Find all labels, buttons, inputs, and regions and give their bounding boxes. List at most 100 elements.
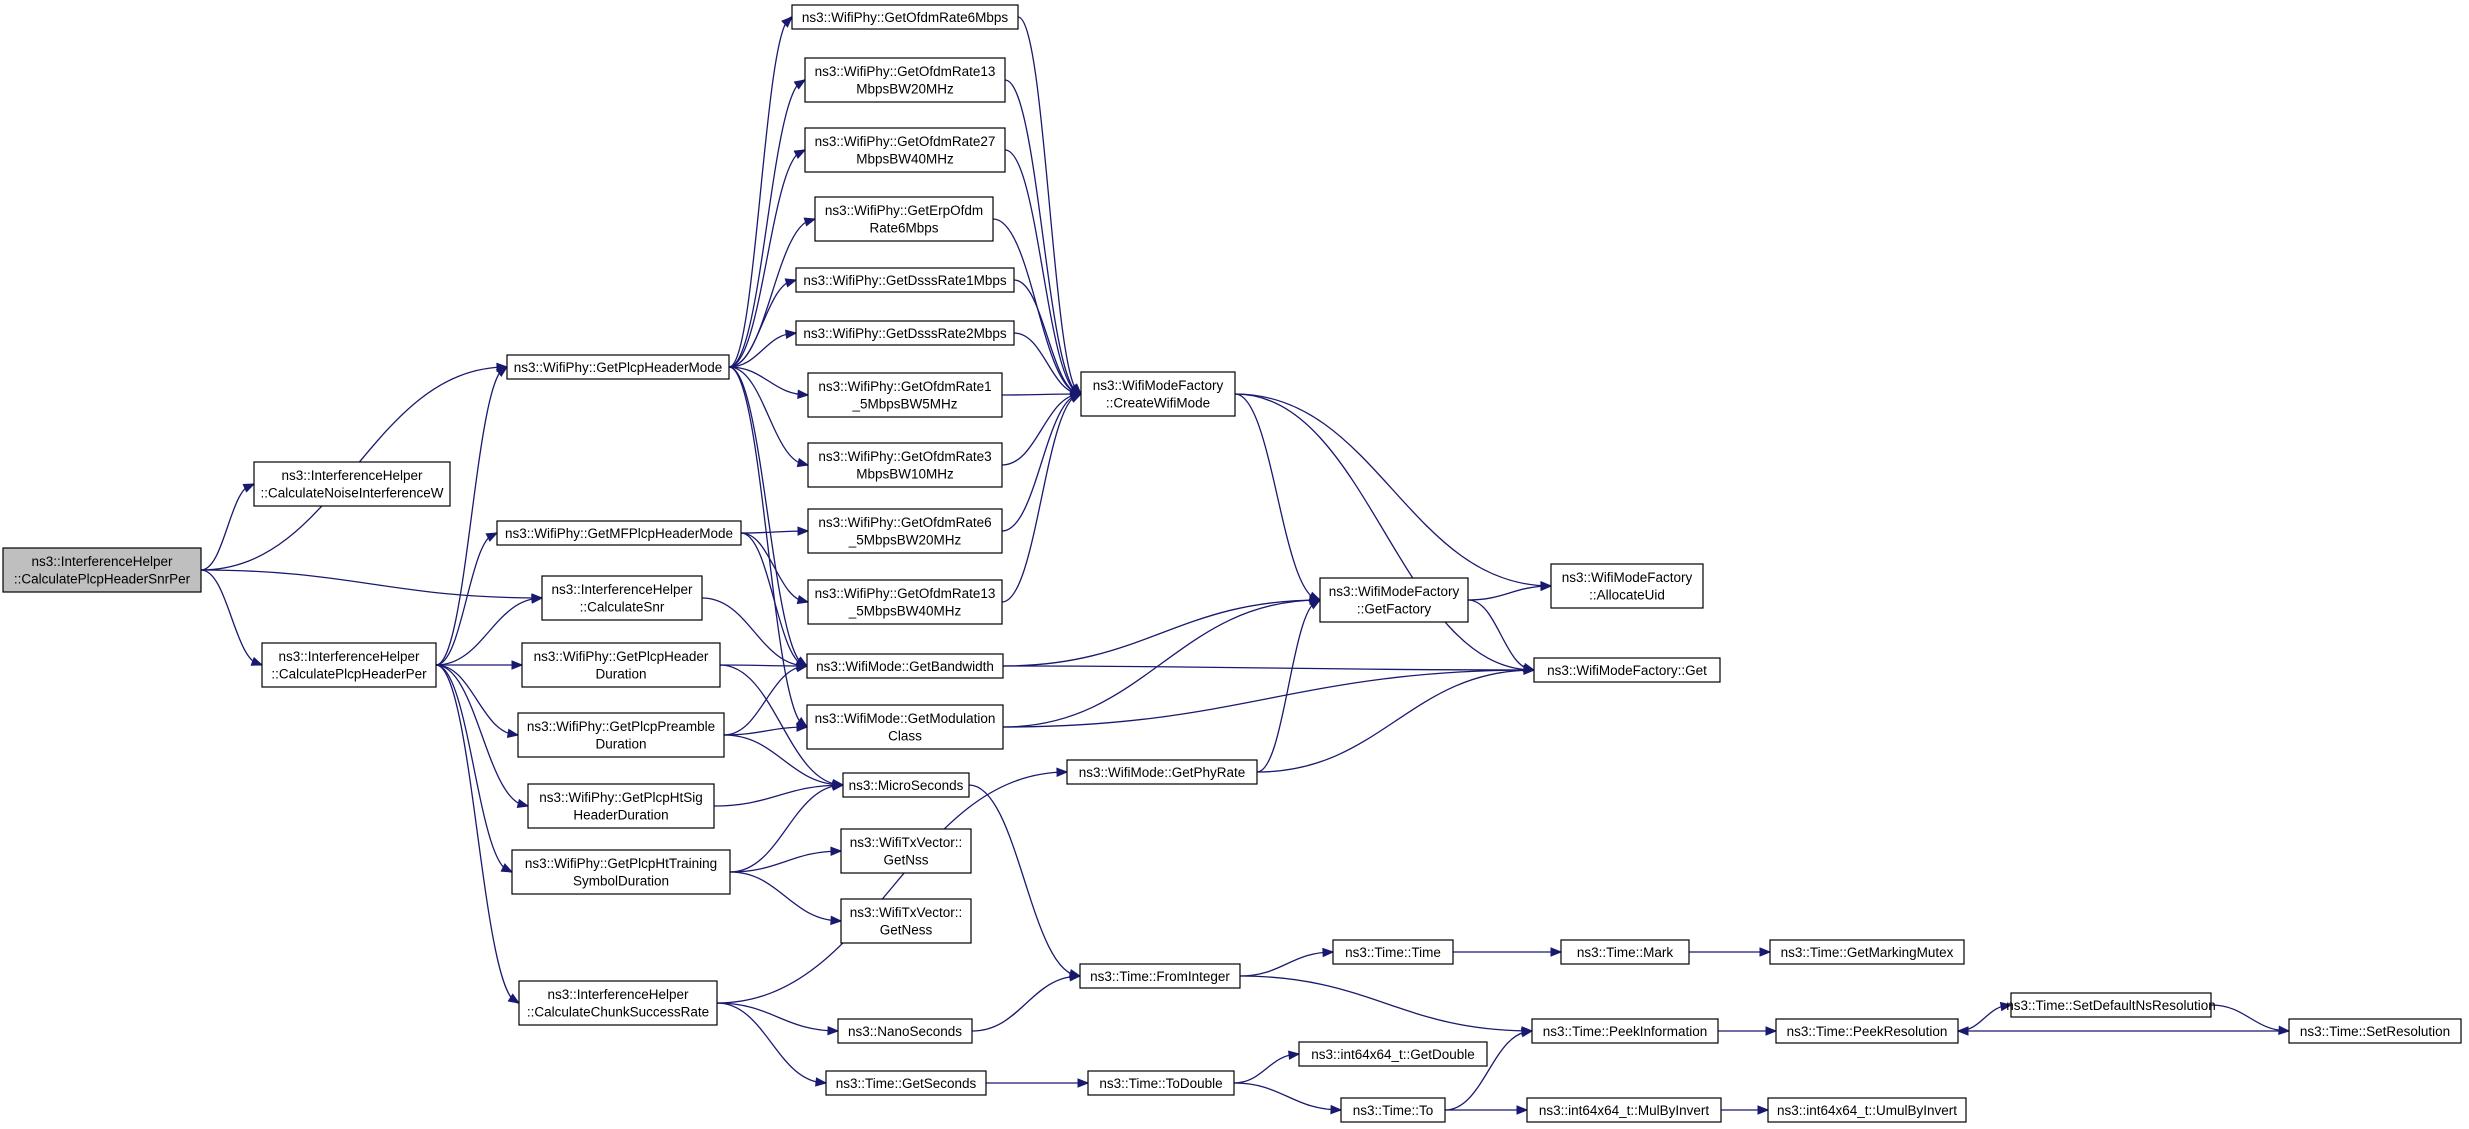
node-fromint[interactable]: ns3::Time::FromInteger: [1079, 963, 1241, 989]
edge-hdrdur-to-micro: [719, 664, 844, 786]
node-box-int64getd: [1298, 1041, 1488, 1067]
node-int64getd[interactable]: ns3::int64x64_t::GetDouble: [1298, 1041, 1488, 1067]
node-chunk[interactable]: ns3::InterferenceHelper::CalculateChunkS…: [518, 980, 718, 1026]
node-label-hdrdur-0: ns3::WifiPhy::GetPlcpHeader: [534, 649, 709, 664]
node-create[interactable]: ns3::WifiModeFactory::CreateWifiMode: [1080, 371, 1236, 417]
edge-hdrdur-to-bandwidth: [719, 664, 808, 667]
node-box-factget: [1533, 657, 1721, 683]
node-label-getsec-0: ns3::Time::GetSeconds: [836, 1076, 977, 1091]
node-box-hdrdur: [521, 642, 721, 688]
node-httrain[interactable]: ns3::WifiPhy::GetPlcpHtTrainingSymbolDur…: [511, 849, 731, 895]
node-factget[interactable]: ns3::WifiModeFactory::Get: [1533, 657, 1721, 683]
arrowhead-hdrper-to-hdrdur: [511, 660, 524, 670]
node-getsec[interactable]: ns3::Time::GetSeconds: [825, 1070, 987, 1096]
edge-hdrper-to-httrain: [435, 664, 513, 873]
arrowhead-mark-to-markmutex: [1759, 947, 1772, 957]
node-snr[interactable]: ns3::InterferenceHelper::CalculateSnr: [541, 575, 703, 621]
node-mulinv[interactable]: ns3::int64x64_t::MulByInvert: [1526, 1097, 1722, 1123]
node-ofdm6_5_20[interactable]: ns3::WifiPhy::GetOfdmRate6_5MbpsBW20MHz: [807, 508, 1003, 554]
edge-getplcpmode-to-bandwidth: [728, 366, 808, 667]
node-label-ofdm6-0: ns3::WifiPhy::GetOfdmRate6Mbps: [802, 10, 1009, 25]
node-getplcpmode[interactable]: ns3::WifiPhy::GetPlcpHeaderMode: [506, 354, 730, 380]
node-ness[interactable]: ns3::WifiTxVector::GetNess: [840, 898, 972, 944]
node-nss[interactable]: ns3::WifiTxVector::GetNss: [840, 828, 972, 874]
node-box-timeto: [1340, 1097, 1446, 1123]
node-todouble[interactable]: ns3::Time::ToDouble: [1087, 1070, 1235, 1096]
node-factory[interactable]: ns3::WifiModeFactory::GetFactory: [1319, 577, 1469, 623]
node-hdrper[interactable]: ns3::InterferenceHelper::CalculatePlcpHe…: [261, 642, 437, 688]
node-box-create: [1080, 371, 1236, 417]
arrowhead-getplcpmode-to-ofdm1_5: [797, 389, 810, 399]
node-noise[interactable]: ns3::InterferenceHelper::CalculateNoiseI…: [253, 461, 451, 507]
edge-mfplcp-to-bandwidth: [740, 532, 808, 667]
node-label-ofdm6_5_20-0: ns3::WifiPhy::GetOfdmRate6: [818, 515, 991, 530]
node-label-timetime-0: ns3::Time::Time: [1345, 945, 1441, 960]
edge-dsss1-to-create: [1013, 279, 1082, 395]
node-setdefault[interactable]: ns3::Time::SetDefaultNsResolution: [2006, 992, 2216, 1018]
arrowhead-mfplcp-to-ofdm6_5_20: [797, 526, 810, 536]
arrowhead-getplcpmode-to-ofdm3_10: [796, 457, 810, 468]
node-box-timetime: [1332, 939, 1454, 965]
node-micro[interactable]: ns3::MicroSeconds: [842, 772, 970, 798]
arrowhead-getplcpmode-to-dsss1: [784, 278, 798, 288]
call-edges: [200, 16, 2291, 1115]
arrowhead-hdrper-to-mfplcp: [485, 532, 499, 542]
node-label-create-1: ::CreateWifiMode: [1106, 396, 1210, 411]
edge-ofdm13_5_40-to-create: [1001, 393, 1082, 603]
node-ofdm6[interactable]: ns3::WifiPhy::GetOfdmRate6Mbps: [791, 4, 1019, 30]
node-label-predur-1: Duration: [595, 737, 646, 752]
node-ofdm1_5[interactable]: ns3::WifiPhy::GetOfdmRate1_5MbpsBW5MHz: [807, 372, 1003, 418]
node-bandwidth[interactable]: ns3::WifiMode::GetBandwidth: [806, 653, 1004, 679]
node-mark[interactable]: ns3::Time::Mark: [1560, 939, 1690, 965]
node-box-alloc: [1550, 563, 1704, 609]
node-label-snr-0: ns3::InterferenceHelper: [551, 582, 693, 597]
node-label-nano-0: ns3::NanoSeconds: [848, 1024, 962, 1039]
node-label-mark-0: ns3::Time::Mark: [1577, 945, 1674, 960]
arrowhead-hdrper-to-getplcpmode: [495, 366, 509, 378]
node-label-peekres-0: ns3::Time::PeekResolution: [1787, 1024, 1948, 1039]
node-label-hdrper-1: ::CalculatePlcpHeaderPer: [271, 667, 427, 682]
arrowhead-factory-to-factget: [1522, 662, 1536, 673]
node-ofdm13_5_40[interactable]: ns3::WifiPhy::GetOfdmRate13_5MbpsBW40MHz: [807, 579, 1003, 625]
node-peekinfo[interactable]: ns3::Time::PeekInformation: [1531, 1018, 1719, 1044]
node-markmutex[interactable]: ns3::Time::GetMarkingMutex: [1769, 939, 1965, 965]
node-timetime[interactable]: ns3::Time::Time: [1332, 939, 1454, 965]
edge-ofdm1_5-to-create: [1001, 393, 1082, 396]
node-alloc[interactable]: ns3::WifiModeFactory::AllocateUid: [1550, 563, 1704, 609]
arrowhead-setdefault-to-setres: [2278, 1025, 2291, 1036]
node-peekres[interactable]: ns3::Time::PeekResolution: [1775, 1018, 1959, 1044]
node-setres[interactable]: ns3::Time::SetResolution: [2288, 1018, 2462, 1044]
node-label-nss-1: GetNss: [883, 853, 928, 868]
node-label-getplcpmode-0: ns3::WifiPhy::GetPlcpHeaderMode: [514, 360, 723, 375]
edge-factory-to-factget: [1467, 599, 1535, 671]
edge-todouble-to-timeto: [1233, 1082, 1342, 1111]
arrowhead-ofdm13_5_40-to-create: [1069, 393, 1083, 403]
node-label-todouble-0: ns3::Time::ToDouble: [1099, 1076, 1222, 1091]
arrowhead-factory-to-alloc: [1540, 581, 1553, 592]
edge-ofdm27_40-to-create: [1004, 149, 1082, 395]
node-timeto[interactable]: ns3::Time::To: [1340, 1097, 1446, 1123]
node-root[interactable]: ns3::InterferenceHelper::CalculatePlcpHe…: [2, 547, 202, 593]
arrowhead-chunk-to-getsec: [815, 1077, 828, 1087]
node-label-int64getd-0: ns3::int64x64_t::GetDouble: [1311, 1047, 1475, 1062]
node-nano[interactable]: ns3::NanoSeconds: [837, 1018, 973, 1044]
node-dsss1[interactable]: ns3::WifiPhy::GetDsssRate1Mbps: [795, 267, 1015, 293]
node-phyrate[interactable]: ns3::WifiMode::GetPhyRate: [1066, 759, 1258, 785]
node-label-httrain-0: ns3::WifiPhy::GetPlcpHtTraining: [525, 856, 717, 871]
node-label-fromint-0: ns3::Time::FromInteger: [1090, 969, 1230, 984]
arrowhead-getplcpmode-to-erp6: [803, 217, 817, 227]
node-dsss2[interactable]: ns3::WifiPhy::GetDsssRate2Mbps: [795, 320, 1015, 346]
node-box-snr: [541, 575, 703, 621]
node-mfplcp[interactable]: ns3::WifiPhy::GetMFPlcpHeaderMode: [496, 520, 742, 546]
node-box-ofdm13_20: [804, 57, 1006, 103]
node-umulinv[interactable]: ns3::int64x64_t::UmulByInvert: [1767, 1097, 1967, 1123]
node-box-phyrate: [1066, 759, 1258, 785]
